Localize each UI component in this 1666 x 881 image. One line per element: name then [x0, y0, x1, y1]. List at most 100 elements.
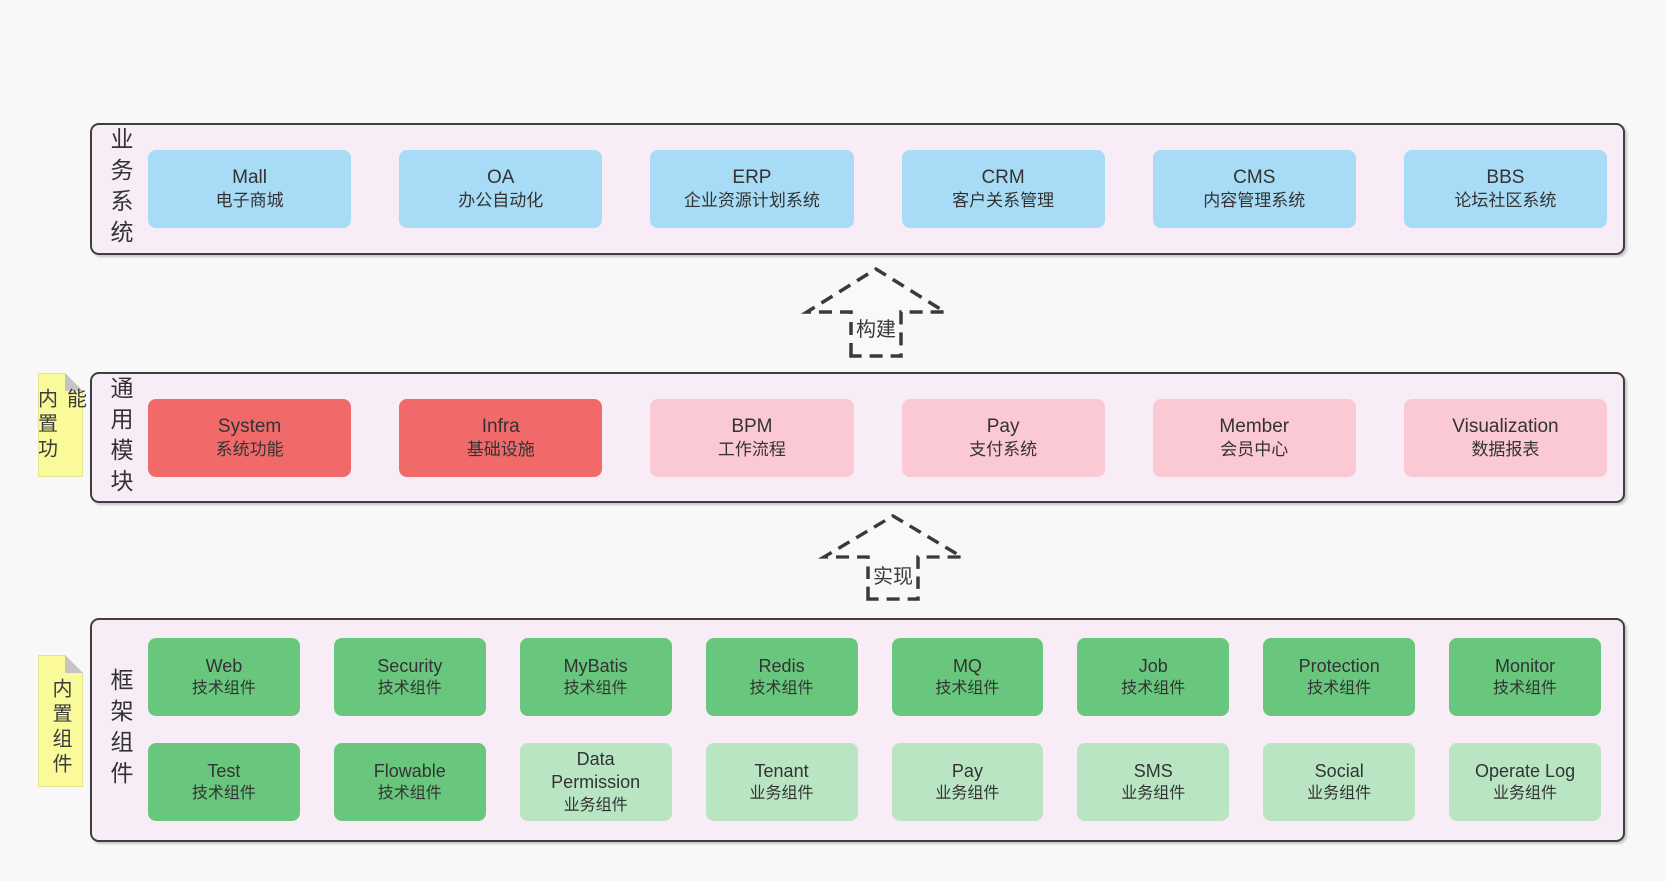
box-desc: 工作流程: [717, 439, 786, 459]
box-name: Data Permission: [551, 748, 641, 793]
component-grid: Web 技术组件 Security 技术组件 MyBatis 技术组件 Redi…: [148, 638, 1601, 821]
arrow-implement-up: 实现: [817, 513, 969, 601]
arrow-build-up: 构建: [800, 266, 952, 358]
box-desc: 业务组件: [1121, 785, 1186, 803]
box-name: Mall: [232, 167, 267, 189]
box-cms: CMS 内容管理系统: [1152, 150, 1356, 228]
box-name: Test: [207, 760, 241, 781]
box-desc: 内容管理系统: [1203, 191, 1306, 211]
arrow-label: 构建: [853, 313, 899, 342]
box-desc: 支付系统: [969, 439, 1038, 459]
box-desc: 业务组件: [1493, 785, 1558, 803]
layer-label-common-modules: 通用模块: [107, 375, 133, 500]
box-name: Social: [1314, 760, 1364, 781]
note-fold-icon: [65, 655, 83, 673]
box-name: Pay: [986, 415, 1020, 437]
box-oa: OA 办公自动化: [399, 150, 603, 228]
box-name: Flowable: [373, 760, 446, 781]
box-tenant: Tenant 业务组件: [705, 743, 858, 821]
box-flowable: Flowable 技术组件: [333, 743, 486, 821]
box-desc: 技术组件: [749, 680, 814, 698]
box-desc: 数据报表: [1471, 439, 1540, 459]
sticky-note-built-in-features: 内置功能: [34, 373, 86, 477]
box-operate-log: Operate Log 业务组件: [1449, 743, 1601, 821]
box-name: OA: [487, 167, 515, 189]
box-name: Protection: [1298, 655, 1380, 676]
layer-common-modules: 通用模块 System 系统功能 Infra 基础设施 BPM 工作流程 Pay…: [90, 372, 1625, 503]
box-name: BBS: [1486, 167, 1525, 189]
box-desc: 论坛社区系统: [1454, 191, 1557, 211]
box-visualization: Visualization 数据报表: [1403, 398, 1608, 477]
note-label: 内置功能: [34, 388, 86, 463]
box-name: Web: [205, 655, 243, 676]
box-desc: 技术组件: [377, 680, 442, 698]
box-desc: 客户关系管理: [952, 191, 1055, 211]
box-name: ERP: [732, 167, 772, 189]
box-bbs: BBS 论坛社区系统: [1403, 150, 1608, 228]
box-desc: 系统功能: [215, 439, 284, 459]
module-boxes-row: System 系统功能 Infra 基础设施 BPM 工作流程 Pay 支付系统…: [148, 374, 1608, 501]
box-desc: 技术组件: [191, 680, 256, 698]
box-desc: 技术组件: [191, 785, 256, 803]
box-name: Redis: [758, 655, 805, 676]
layer-framework-components: 框架组件 Web 技术组件 Security 技术组件 MyBatis 技术组件…: [90, 618, 1625, 842]
box-name: Operate Log: [1475, 760, 1576, 781]
box-test: Test 技术组件: [148, 743, 300, 821]
box-desc: 技术组件: [1307, 680, 1372, 698]
box-name: SMS: [1133, 760, 1173, 781]
layer-label-framework-components: 框架组件: [107, 668, 133, 792]
box-name: CMS: [1233, 167, 1276, 189]
box-infra: Infra 基础设施: [399, 398, 603, 477]
box-desc: 业务组件: [1307, 785, 1372, 803]
box-desc: 技术组件: [563, 680, 628, 698]
box-bpm: BPM 工作流程: [650, 398, 854, 477]
block-arrow-icon: [817, 513, 969, 601]
business-boxes-row: Mall 电子商城 OA 办公自动化 ERP 企业资源计划系统 CRM 客户关系…: [148, 125, 1608, 253]
box-name: Security: [377, 655, 443, 676]
layer-business-systems: 业务系统 Mall 电子商城 OA 办公自动化 ERP 企业资源计划系统 CRM…: [90, 123, 1625, 255]
box-desc: 企业资源计划系统: [683, 191, 820, 211]
box-name: Pay: [951, 760, 983, 781]
box-protection: Protection 技术组件: [1263, 638, 1416, 716]
note-label: 内置组件: [49, 678, 71, 778]
box-name: Job: [1138, 655, 1168, 676]
box-name: Member: [1219, 415, 1290, 437]
box-name: CRM: [981, 167, 1025, 189]
layer-label-business-systems: 业务系统: [107, 127, 133, 251]
sticky-note-built-in-components: 内置组件: [38, 655, 83, 787]
box-desc: 业务组件: [563, 797, 628, 815]
box-name: MyBatis: [563, 655, 628, 676]
box-sms: SMS 业务组件: [1077, 743, 1230, 821]
box-social: Social 业务组件: [1263, 743, 1416, 821]
box-mall: Mall 电子商城: [148, 150, 352, 228]
box-desc: 电子商城: [215, 191, 284, 211]
box-monitor: Monitor 技术组件: [1449, 638, 1601, 716]
box-erp: ERP 企业资源计划系统: [650, 150, 854, 228]
box-data-permission: Data Permission 业务组件: [519, 743, 672, 821]
box-web: Web 技术组件: [148, 638, 300, 716]
box-name: BPM: [731, 415, 773, 437]
component-row-2: Test 技术组件 Flowable 技术组件 Data Permission …: [148, 743, 1601, 821]
box-name: MQ: [952, 655, 982, 676]
box-name: Visualization: [1452, 415, 1559, 437]
box-desc: 业务组件: [935, 785, 1000, 803]
block-arrow-icon: [800, 266, 952, 358]
box-name: Monitor: [1495, 655, 1556, 676]
box-mybatis: MyBatis 技术组件: [519, 638, 672, 716]
box-redis: Redis 技术组件: [705, 638, 858, 716]
box-job: Job 技术组件: [1077, 638, 1230, 716]
component-row-1: Web 技术组件 Security 技术组件 MyBatis 技术组件 Redi…: [148, 638, 1601, 716]
box-system: System 系统功能: [148, 398, 352, 477]
box-pay: Pay 支付系统: [901, 398, 1105, 477]
box-name: Infra: [481, 415, 520, 437]
box-desc: 会员中心: [1220, 439, 1289, 459]
box-desc: 技术组件: [1493, 680, 1558, 698]
box-desc: 业务组件: [749, 785, 814, 803]
box-mq: MQ 技术组件: [891, 638, 1044, 716]
box-desc: 基础设施: [466, 439, 535, 459]
box-pay-biz: Pay 业务组件: [891, 743, 1044, 821]
box-desc: 技术组件: [377, 785, 442, 803]
box-name: System: [217, 415, 282, 437]
box-desc: 办公自动化: [458, 191, 544, 211]
note-fold-icon: [65, 373, 83, 391]
